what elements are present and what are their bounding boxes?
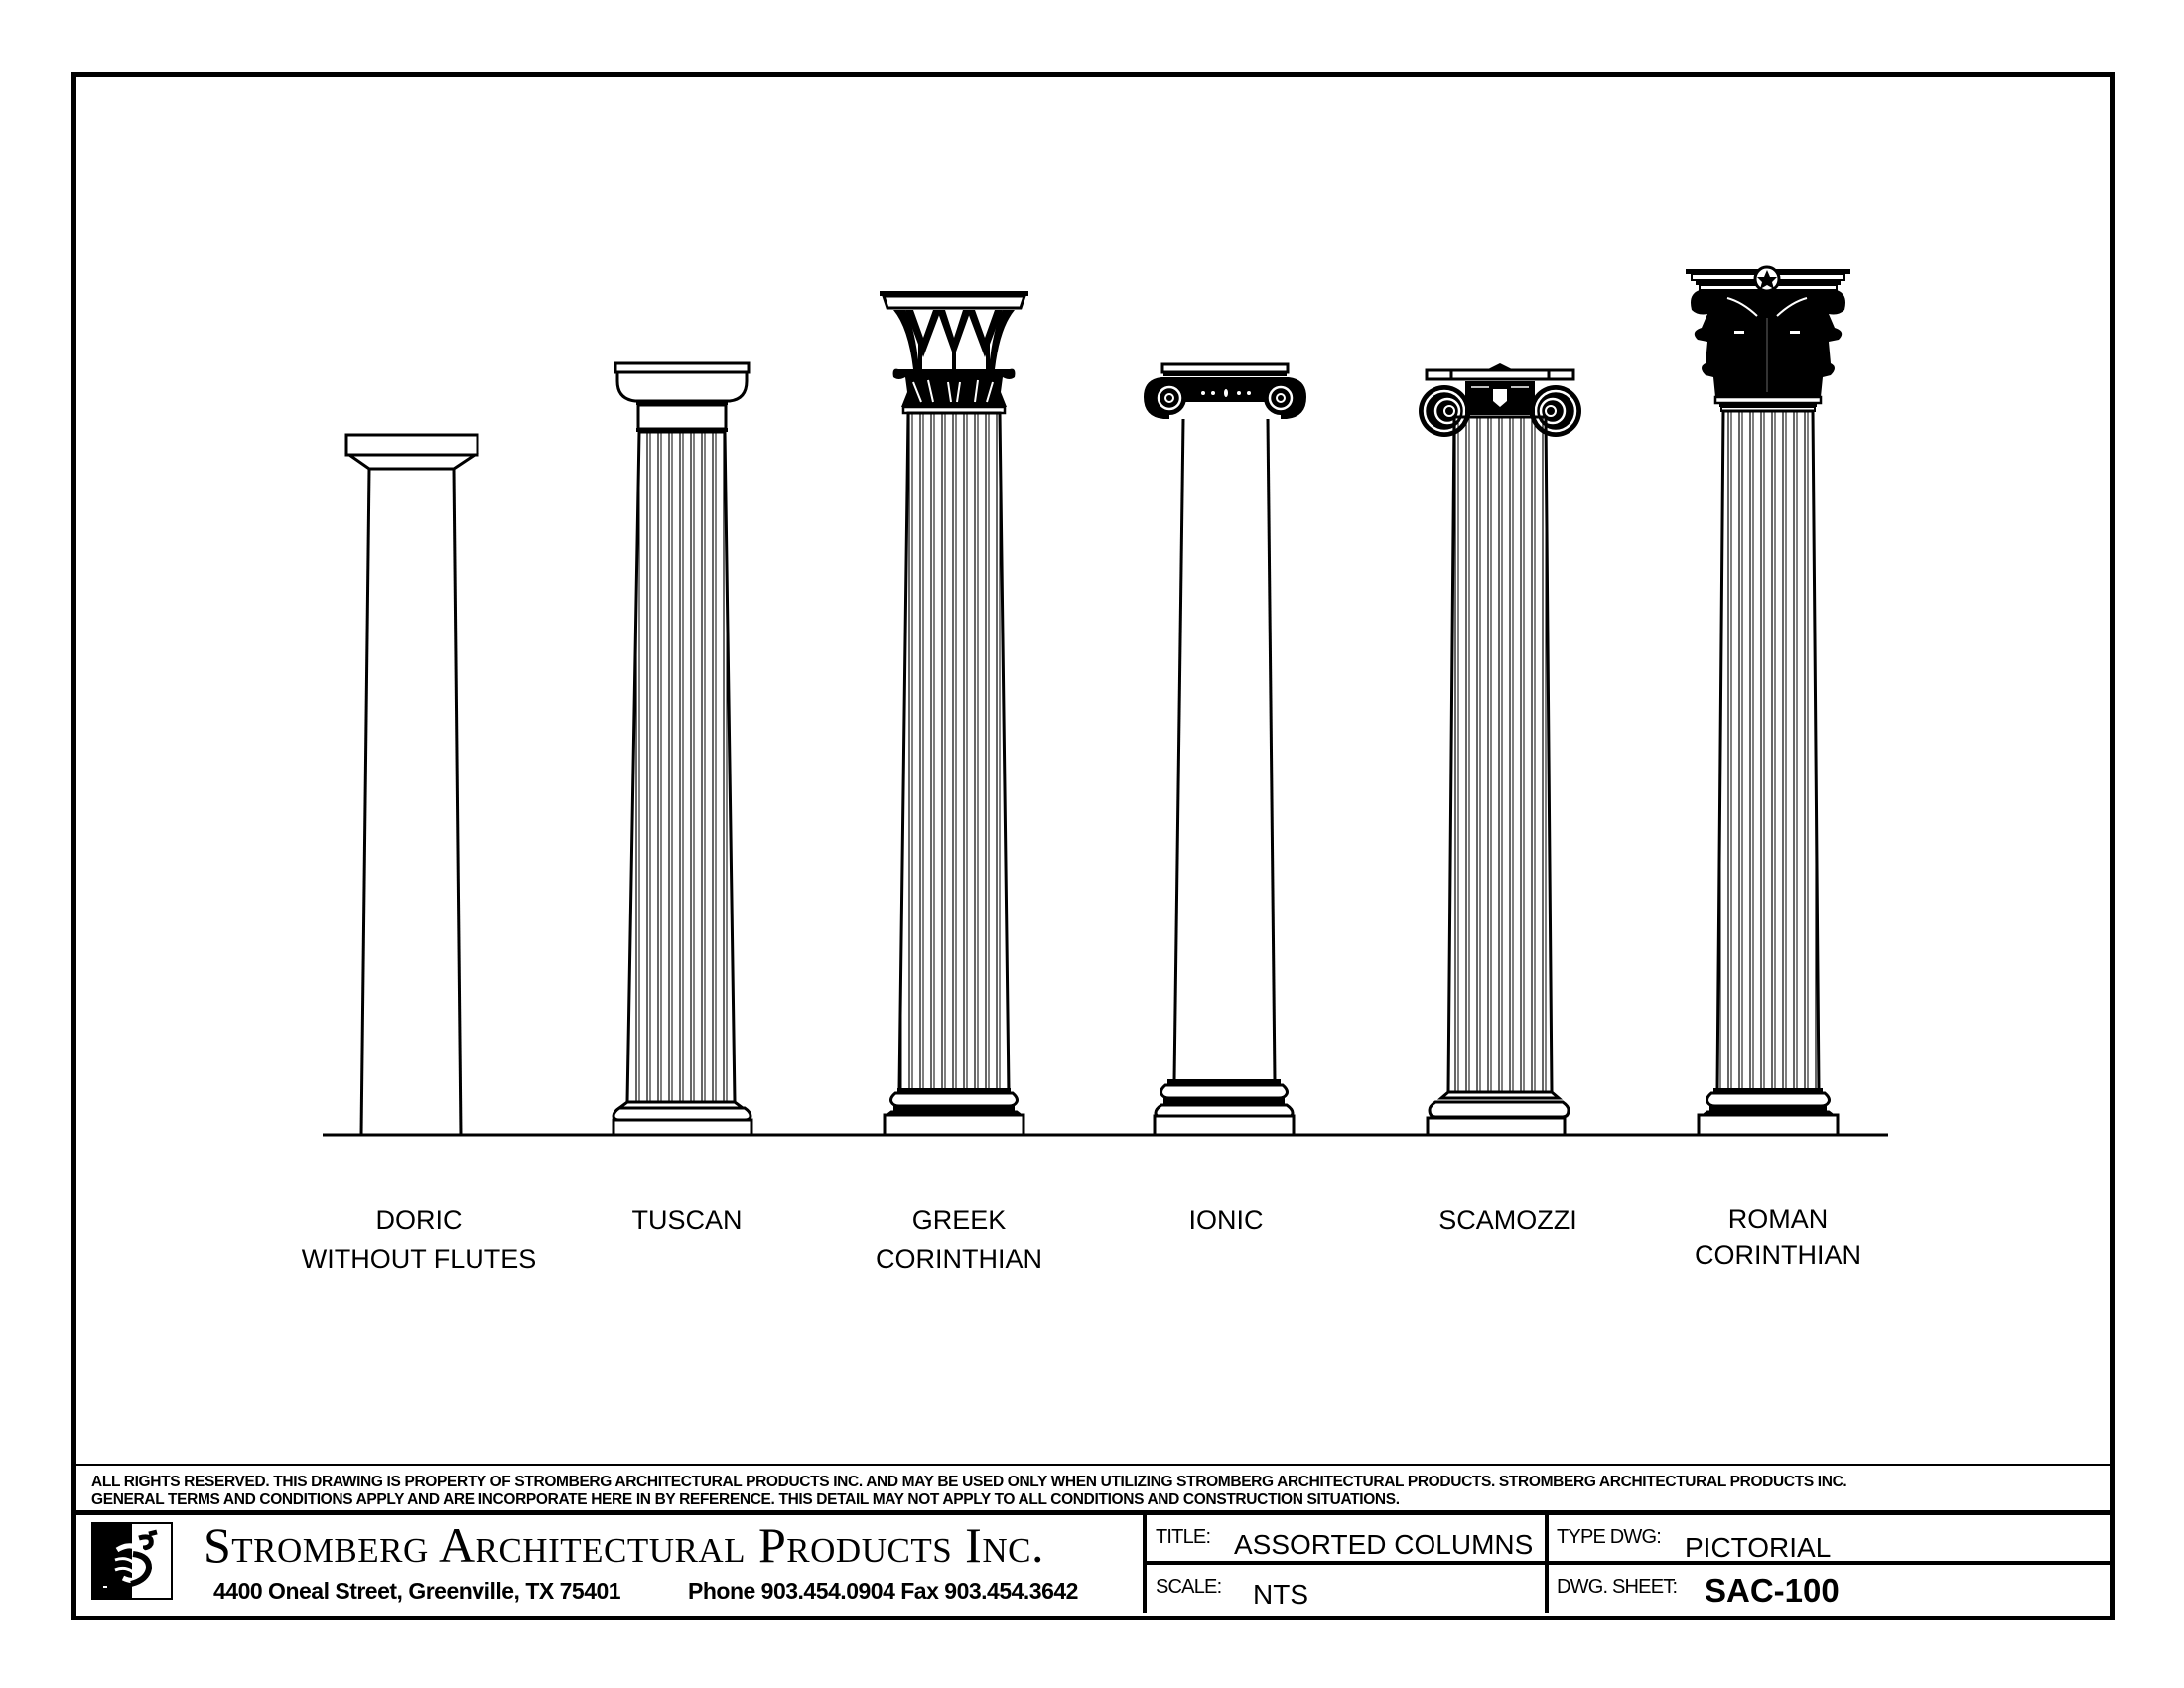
- disclaimer-text: ALL RIGHTS RESERVED. THIS DRAWING IS PRO…: [91, 1474, 2097, 1509]
- company-contact: Phone 903.454.0904 Fax 903.454.3642: [688, 1578, 1078, 1604]
- disclaimer-line-1: ALL RIGHTS RESERVED. THIS DRAWING IS PRO…: [91, 1474, 1847, 1490]
- company-address: 4400 Oneal Street, Greenville, TX 75401: [213, 1578, 621, 1604]
- column-scamozzi: [1419, 363, 1581, 1137]
- label-line: CORINTHIAN: [876, 1244, 1042, 1274]
- column-label-ionic: IONIC: [1067, 1201, 1385, 1240]
- column-roman-corinthian: [1686, 265, 1850, 1137]
- column-label-scamozzi: SCAMOZZI: [1349, 1201, 1667, 1240]
- company-name: Stromberg Architectural Products Inc.: [204, 1517, 1044, 1573]
- label-line: CORINTHIAN: [1695, 1240, 1861, 1270]
- stromberg-s-logo-icon: [91, 1522, 173, 1600]
- title-value: ASSORTED COLUMNS: [1234, 1529, 1534, 1560]
- scale-label: SCALE:: [1156, 1576, 1222, 1598]
- label-line: WITHOUT FLUTES: [301, 1244, 537, 1274]
- type-dwg-value: PICTORIAL: [1685, 1532, 1832, 1563]
- label-line: DORIC: [375, 1205, 463, 1235]
- column-doric: [344, 433, 479, 1136]
- column-ionic: [1144, 362, 1306, 1137]
- column-label-greek-corinthian: GREEK CORINTHIAN: [800, 1201, 1118, 1279]
- label-line: TUSCAN: [631, 1205, 743, 1235]
- dwg-sheet-value: SAC-100: [1705, 1572, 1840, 1609]
- title-block-top-rule: [76, 1510, 2110, 1515]
- scale-value: NTS: [1253, 1579, 1308, 1610]
- column-label-roman-corinthian: ROMAN CORINTHIAN: [1619, 1201, 1937, 1273]
- label-line: ROMAN: [1727, 1204, 1829, 1234]
- column-greek-corinthian: [880, 291, 1028, 1137]
- label-line: GREEK: [911, 1205, 1007, 1235]
- type-dwg-label: TYPE DWG:: [1557, 1526, 1662, 1548]
- sheet-border: [71, 72, 2115, 1620]
- disclaimer-line-2: GENERAL TERMS AND CONDITIONS APPLY AND A…: [91, 1491, 1400, 1508]
- column-label-doric: DORIC WITHOUT FLUTES: [260, 1201, 578, 1279]
- label-line: SCAMOZZI: [1438, 1205, 1577, 1235]
- column-label-tuscan: TUSCAN: [528, 1201, 846, 1240]
- title-label: TITLE:: [1156, 1526, 1211, 1548]
- disclaimer-top-rule: [76, 1464, 2110, 1466]
- label-line: IONIC: [1188, 1205, 1264, 1235]
- dwg-sheet-label: DWG. SHEET:: [1557, 1576, 1678, 1598]
- title-block-row-divider: [1143, 1561, 2110, 1565]
- column-tuscan: [612, 361, 753, 1137]
